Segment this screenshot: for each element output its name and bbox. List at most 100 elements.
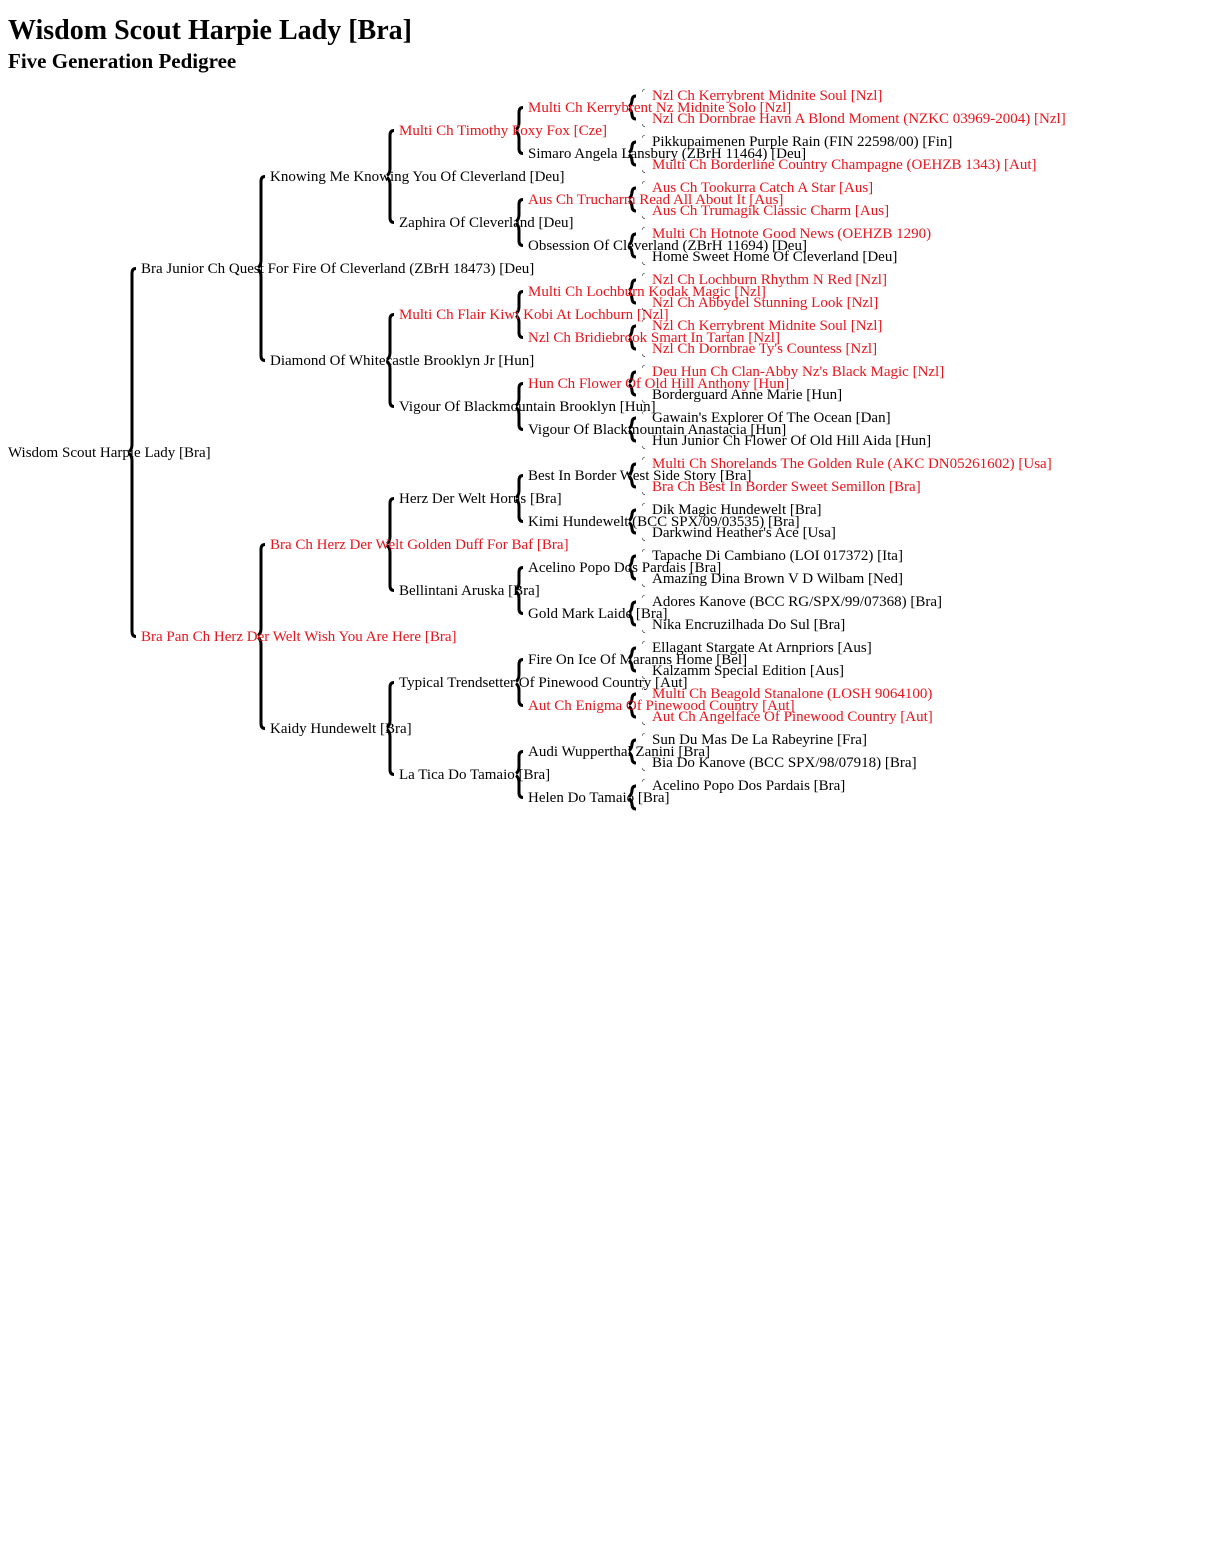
ancestor-gen5[interactable]: ◟Aus Ch Trumagik Classic Charm [Aus] [641,201,889,221]
ancestor-gen5[interactable]: ◜Nzl Ch Lochburn Rhythm N Red [Nzl] [641,270,887,290]
dam-connector-icon: ◟ [642,119,646,128]
ancestor-gen5[interactable]: ◟Nzl Ch Abbydel Stunning Look [Nzl] [641,293,878,313]
ancestor-gen2[interactable]: Knowing Me Knowing You Of Cleverland [De… [270,167,565,187]
ancestor-gen5[interactable]: ◟Kalzamm Special Edition [Aus] [641,661,844,681]
ancestor-gen4[interactable]: Multi Ch Lochburn Kodak Magic [Nzl] [528,282,766,302]
ancestor-gen2[interactable]: Kaidy Hundewelt [Bra] [270,719,412,739]
ancestor-gen5[interactable]: ◜ Acelino Popo Dos Pardais [Bra] [641,776,845,796]
ancestor-gen4[interactable]: Best In Border West Side Story [Bra] [528,466,751,486]
ancestor-gen4[interactable]: Aut Ch Enigma Of Pinewood Country [Aut] [528,696,795,716]
ancestor-name: Obsession Of Cleverland (ZBrH 11694) [De… [528,237,807,254]
ancestor-gen5[interactable]: ◟Nzl Ch Dornbrae Ty's Countess [Nzl] [641,339,877,359]
ancestor-name: Nika Encruzilhada Do Sul [Bra] [652,617,846,633]
ancestor-name: Multi Ch Borderline Country Champagne (O… [652,157,1037,173]
ancestor-gen4[interactable]: Vigour Of Blackmountain Anastacia [Hun] [528,420,786,440]
ancestor-gen1[interactable]: Bra Pan Ch Herz Der Welt Wish You Are He… [141,627,456,647]
ancestor-gen4[interactable]: Audi Wupperthal Zanini [Bra] [528,742,710,762]
ancestor-gen2[interactable]: Bra Ch Herz Der Welt Golden Duff For Baf… [270,535,569,555]
ancestor-gen4[interactable]: Aus Ch Trucharm Read All About It [Aus] [528,190,783,210]
ancestor-gen3[interactable]: Multi Ch Flair Kiwi Kobi At Lochburn [Nz… [399,305,669,325]
ancestor-gen5[interactable]: ◜Aus Ch Tookurra Catch A Star [Aus] [641,178,873,198]
ancestor-name: Nzl Ch Kerrybrent Midnite Soul [Nzl] [652,318,883,334]
sire-connector-icon: ◜ [642,179,646,188]
ancestor-name: Pikkupaimenen Purple Rain (FIN 22598/00)… [652,134,953,150]
ancestor-gen4[interactable]: Hun Ch Flower Of Old Hill Anthony [Hun] [528,374,789,394]
ancestor-gen5[interactable]: ◟ Darkwind Heather's Ace [Usa] [641,523,836,543]
ancestor-gen5[interactable]: ◜Multi Ch Hotnote Good News (OEHZB 1290) [641,224,931,244]
ancestor-gen5[interactable]: ◟Bia Do Kanove (BCC SPX/98/07918) [Bra] [641,753,917,773]
ancestor-name: Kimi Hundewelt (BCC SPX/09/03535) [Bra] [528,513,800,530]
ancestor-gen5[interactable]: ◜Nzl Ch Kerrybrent Midnite Soul [Nzl] [641,86,882,106]
ancestor-gen5[interactable]: ◟Nzl Ch Dornbrae Havn A Blond Moment (NZ… [641,109,1066,129]
ancestor-name: Aut Ch Angelface Of Pinewood Country [Au… [652,709,933,725]
ancestor-gen5[interactable]: ◟Multi Ch Borderline Country Champagne (… [641,155,1037,175]
ancestor-gen5[interactable]: ◜Tapache Di Cambiano (LOI 017372) [Ita] [641,546,903,566]
dam-connector-icon: ◟ [642,533,646,542]
dam-connector-icon: ◟ [642,349,646,358]
dam-connector-icon: ◟ [642,671,646,680]
ancestor-gen5[interactable]: ◟Home Sweet Home Of Cleverland [Deu] [641,247,897,267]
ancestor-name: Aus Ch Trumagik Classic Charm [Aus] [652,203,890,219]
ancestor-name: Darkwind Heather's Ace [Usa] [652,525,836,541]
ancestor-gen4[interactable]: Multi Ch Kerrybrent Nz Midnite Solo [Nzl… [528,98,791,118]
ancestor-gen5[interactable]: ◟Borderguard Anne Marie [Hun] [641,385,842,405]
ancestor-gen4[interactable]: Helen Do Tamaio [Bra] [528,788,670,808]
ancestor-gen5[interactable]: ◜Ellagant Stargate At Arnpriors [Aus] [641,638,872,658]
ancestor-gen3[interactable]: Multi Ch Timothy Foxy Fox [Cze] [399,121,607,141]
sire-connector-icon: ◜ [642,685,646,694]
ancestor-gen2[interactable]: Diamond Of Whitecastle Brooklyn Jr [Hun] [270,351,534,371]
ancestor-name: Adores Kanove (BCC RG/SPX/99/07368) [Bra… [652,594,942,610]
ancestor-name: Acelino Popo Dos Pardais [Bra] [528,559,722,576]
ancestor-gen3[interactable]: Herz Der Welt Horus [Bra] [399,489,562,509]
ancestor-gen3[interactable]: Vigour Of Blackmountain Brooklyn [Hun] [399,397,656,417]
ancestor-gen5[interactable]: ◜Deu Hun Ch Clan-Abby Nz's Black Magic [… [641,362,944,382]
sire-connector-icon: ◜ [642,317,646,326]
dam-connector-icon: ◟ [642,625,646,634]
ancestor-gen4[interactable]: Simaro Angela Lansbury (ZBrH 11464) [Deu… [528,144,806,164]
ancestor-name: Multi Ch Beagold Stanalone (LOSH 9064100… [652,686,933,702]
ancestor-gen5[interactable]: ◟Hun Junior Ch Flower Of Old Hill Aida [… [641,431,931,451]
ancestor-name: Diamond Of Whitecastle Brooklyn Jr [Hun] [270,352,535,369]
ancestor-gen4[interactable]: Acelino Popo Dos Pardais [Bra] [528,558,721,578]
ancestor-gen5[interactable]: ◜ Nzl Ch Kerrybrent Midnite Soul [Nzl] [641,316,882,336]
ancestor-gen5[interactable]: ◜Sun Du Mas De La Rabeyrine [Fra] [641,730,867,750]
ancestor-name: Gawain's Explorer Of The Ocean [Dan] [652,410,891,426]
ancestor-gen4[interactable]: Gold Mark Laide [Bra] [528,604,668,624]
ancestor-gen3[interactable]: La Tica Do Tamaio [Bra] [399,765,550,785]
ancestor-gen5[interactable]: ◟Bra Ch Best In Border Sweet Semillon [B… [641,477,921,497]
ancestor-gen4[interactable]: Kimi Hundewelt (BCC SPX/09/03535) [Bra] [528,512,800,532]
ancestor-name: Typical Trendsetter Of Pinewood Country … [399,674,688,691]
ancestor-name: La Tica Do Tamaio [Bra] [399,766,551,783]
ancestor-gen5[interactable]: ◜Gawain's Explorer Of The Ocean [Dan] [641,408,891,428]
subject-dog[interactable]: Wisdom Scout Harpie Lady [Bra] [8,443,211,463]
sire-connector-icon: ◜ [642,731,646,740]
ancestor-gen5[interactable]: ◟Aut Ch Angelface Of Pinewood Country [A… [641,707,933,727]
ancestor-gen3[interactable]: Zaphira Of Cleverland [Deu] [399,213,574,233]
ancestor-name: Nzl Ch Lochburn Rhythm N Red [Nzl] [652,272,887,288]
ancestor-name: Zaphira Of Cleverland [Deu] [399,214,574,231]
ancestor-gen5[interactable]: ◟Amazing Dina Brown V D Wilbam [Ned] [641,569,903,589]
ancestor-gen4[interactable]: Obsession Of Cleverland (ZBrH 11694) [De… [528,236,807,256]
dam-connector-icon: ◟ [642,579,646,588]
ancestor-name: Acelino Popo Dos Pardais [Bra] [652,778,846,794]
ancestor-name: Helen Do Tamaio [Bra] [528,789,670,806]
ancestor-name: Herz Der Welt Horus [Bra] [399,490,562,507]
ancestor-gen5[interactable]: ◜Pikkupaimenen Purple Rain (FIN 22598/00… [641,132,952,152]
ancestor-gen3[interactable]: Typical Trendsetter Of Pinewood Country … [399,673,688,693]
ancestor-name: Hun Ch Flower Of Old Hill Anthony [Hun] [528,375,790,392]
ancestor-gen5[interactable]: ◜ Multi Ch Beagold Stanalone (LOSH 906410… [641,684,932,704]
ancestor-gen4[interactable]: Nzl Ch Bridiebrook Smart In Tartan [Nzl] [528,328,780,348]
ancestor-gen1[interactable]: Bra Junior Ch Quest For Fire Of Cleverla… [141,259,534,279]
sire-connector-icon: ◜ [642,777,646,786]
ancestor-gen5[interactable]: ◜Dik Magic Hundewelt [Bra] [641,500,822,520]
ancestor-gen5[interactable]: ◜Adores Kanove (BCC RG/SPX/99/07368) [Br… [641,592,942,612]
ancestor-name: Bra Junior Ch Quest For Fire Of Cleverla… [141,260,535,277]
sire-connector-icon: ◜ [642,547,646,556]
ancestor-name: Bra Ch Best In Border Sweet Semillon [Br… [652,479,921,495]
ancestor-gen4[interactable]: Fire On Ice Of Maranns Home [Bel] [528,650,747,670]
ancestor-gen5[interactable]: ◟ Nika Encruzilhada Do Sul [Bra] [641,615,845,635]
ancestor-gen5[interactable]: ◜Multi Ch Shorelands The Golden Rule (AK… [641,454,1052,474]
ancestor-name: Wisdom Scout Harpie Lady [Bra] [8,444,211,461]
ancestor-name: Nzl Ch Abbydel Stunning Look [Nzl] [652,295,879,311]
ancestor-gen3[interactable]: Bellintani Aruska [Bra] [399,581,540,601]
